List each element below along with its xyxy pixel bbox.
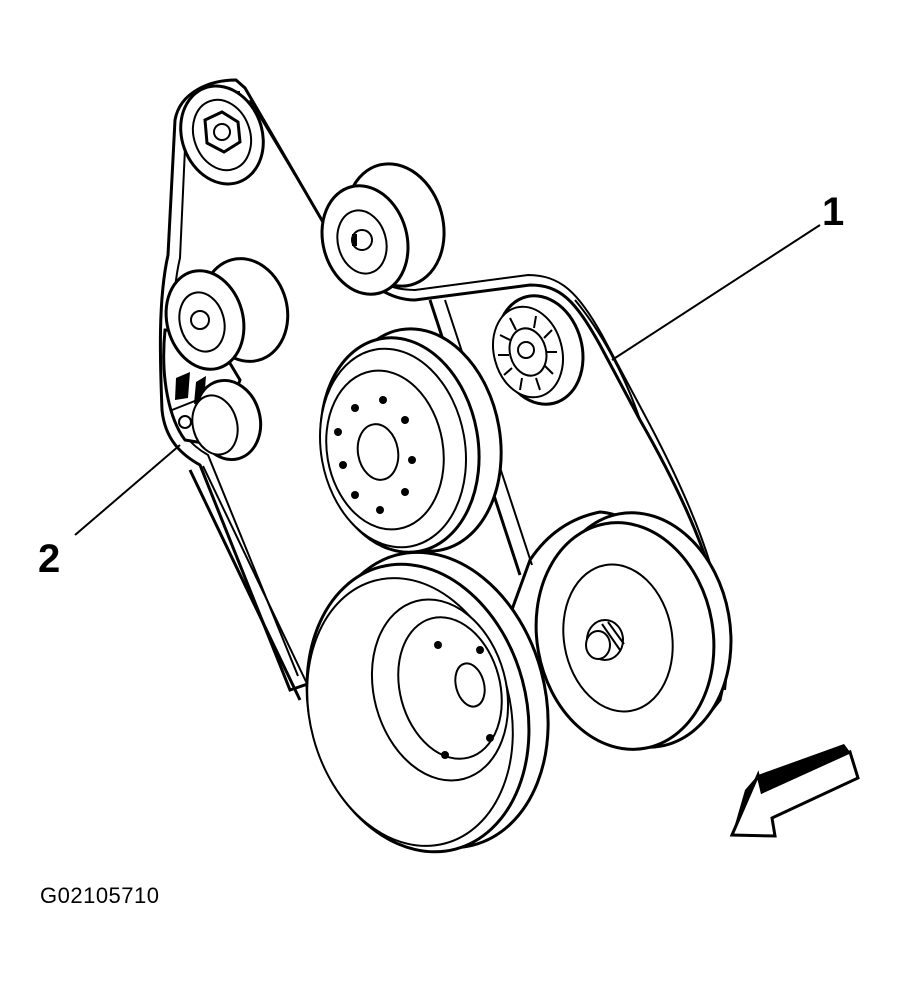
crankshaft-balancer: [305, 550, 550, 854]
callout-2-label: 2: [38, 537, 60, 581]
accessory-pulley-lower-right: [534, 511, 733, 751]
front-direction-arrow-icon: [729, 744, 860, 838]
callout-1: 1: [611, 190, 844, 361]
callout-2: 2: [38, 444, 181, 581]
upper-idler-pulley: [179, 84, 265, 186]
grooved-idler-pulley: [492, 294, 585, 406]
figure-id: G02105710: [40, 883, 160, 908]
upper-right-idler-pulley: [320, 162, 446, 296]
pulley-shaft-nut: [585, 619, 625, 661]
water-pump-pulley: [318, 327, 503, 554]
belt-tensioner: [162, 257, 290, 462]
callout-1-label: 1: [822, 190, 844, 234]
